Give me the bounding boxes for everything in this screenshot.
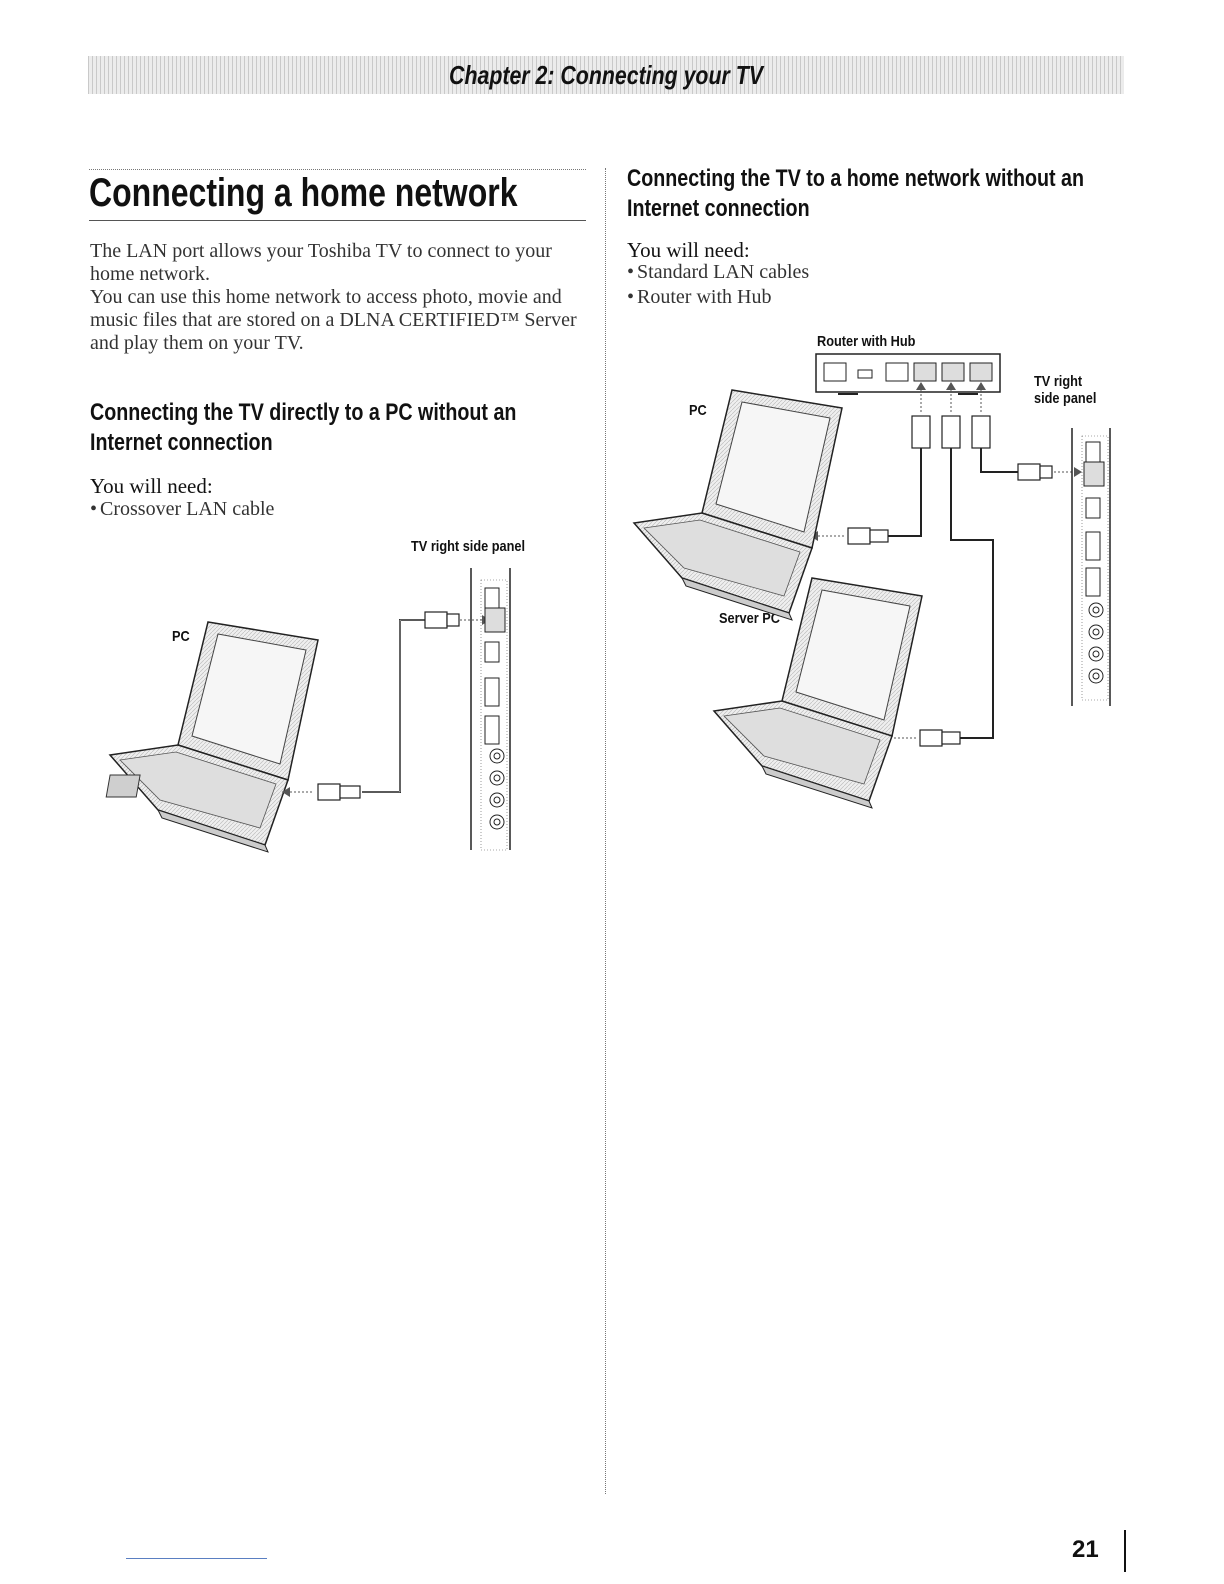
tv-side-panel-icon [1071,428,1111,706]
router-icon [815,353,1001,395]
chapter-title: Chapter 2: Connecting your TV [449,60,763,90]
need-list-left: Crossover LAN cable [90,497,274,522]
tv-panel-label-left: TV right side panel [411,538,526,555]
pc-label-left: PC [172,628,190,645]
title-rule-top [89,169,586,170]
lan-plug-icon [282,783,361,801]
pc-label-right: PC [689,402,707,419]
title-rule-bottom [89,220,586,221]
section-heading-router-line1: Connecting the TV to a home network with… [627,165,1085,192]
section-heading-direct-line2: Internet connection [90,429,273,456]
page-number: 21 [1072,1536,1099,1563]
lan-plug-icon [971,382,991,449]
section-heading-router-line2: Internet connection [627,195,810,222]
footer-rule [126,1558,267,1559]
laptop-icon [712,577,923,809]
page-title: Connecting a home network [89,171,518,215]
lan-plug-icon [911,382,931,449]
intro-paragraph: The LAN port allows your Toshiba TV to c… [90,240,590,355]
router-connection-diagram [632,353,1111,809]
need-list-right: Standard LAN cables Router with Hub [627,260,809,310]
tv-panel-label-right-line1: TV right [1034,373,1083,390]
page-number-bar [1124,1530,1126,1572]
laptop-icon [105,621,319,853]
server-pc-label: Server PC [719,610,780,627]
tv-side-panel-icon [470,568,511,851]
direct-connection-diagram [105,568,511,853]
section-heading-direct-line1: Connecting the TV directly to a PC witho… [90,399,517,426]
need-label-right: You will need: [627,238,750,262]
lan-plug-icon [1017,463,1082,481]
need-item: Router with Hub [627,285,809,310]
chapter-banner: Chapter 2: Connecting your TV [88,56,1124,94]
lan-plug-icon [424,611,490,629]
need-item: Standard LAN cables [627,260,809,285]
laptop-icon [632,389,843,621]
section-heading-direct: Connecting the TV directly to a PC witho… [90,398,516,458]
tv-panel-label-right-line2: side panel [1034,390,1097,407]
router-label: Router with Hub [817,333,916,350]
need-item: Crossover LAN cable [90,497,274,522]
lan-plug-icon [810,527,889,545]
need-label-left: You will need: [90,474,213,498]
intro-line-1: The LAN port allows your Toshiba TV to c… [90,240,552,285]
column-divider [605,168,606,1494]
tv-panel-label-right: TV right side panel [1034,373,1096,407]
lan-plug-icon [878,729,961,747]
intro-line-2: You can use this home network to access … [90,286,577,354]
section-heading-router: Connecting the TV to a home network with… [627,164,1084,224]
